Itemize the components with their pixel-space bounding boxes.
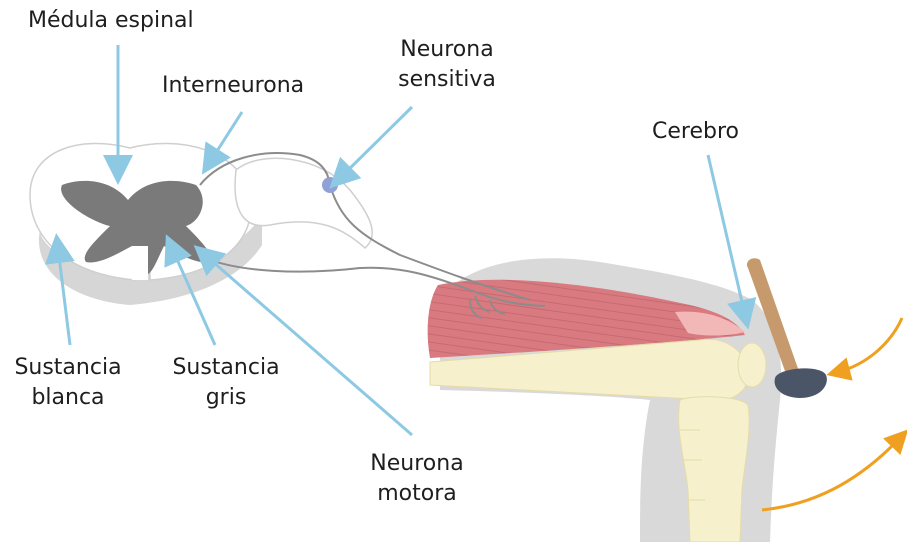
label-neurona-motora-line2: motora — [377, 481, 457, 506]
label-cerebro: Cerebro — [652, 119, 739, 144]
pointer-interneurona — [210, 112, 242, 162]
sensory-ganglion — [322, 177, 338, 193]
label-neurona-sensitiva-line1: Neurona — [400, 37, 493, 62]
kneecap — [738, 343, 766, 387]
label-interneurona: Interneurona — [162, 73, 304, 98]
label-neurona-sensitiva-line2: sensitiva — [398, 67, 496, 92]
leg-kick-arrow — [762, 438, 900, 510]
label-sustancia-gris-line2: gris — [206, 385, 247, 410]
label-sustancia-blanca-line1: Sustancia — [14, 355, 121, 380]
spinal-cord — [30, 143, 372, 305]
label-sustancia-gris-line1: Sustancia — [172, 355, 279, 380]
label-medula-espinal: Médula espinal — [28, 8, 194, 33]
pointer-neurona-sensitiva — [340, 107, 412, 178]
label-sustancia-blanca-line2: blanca — [31, 385, 104, 410]
hammer-strike-arrow — [838, 318, 902, 372]
leg-bones — [430, 339, 766, 542]
label-neurona-motora-line1: Neurona — [370, 451, 463, 476]
